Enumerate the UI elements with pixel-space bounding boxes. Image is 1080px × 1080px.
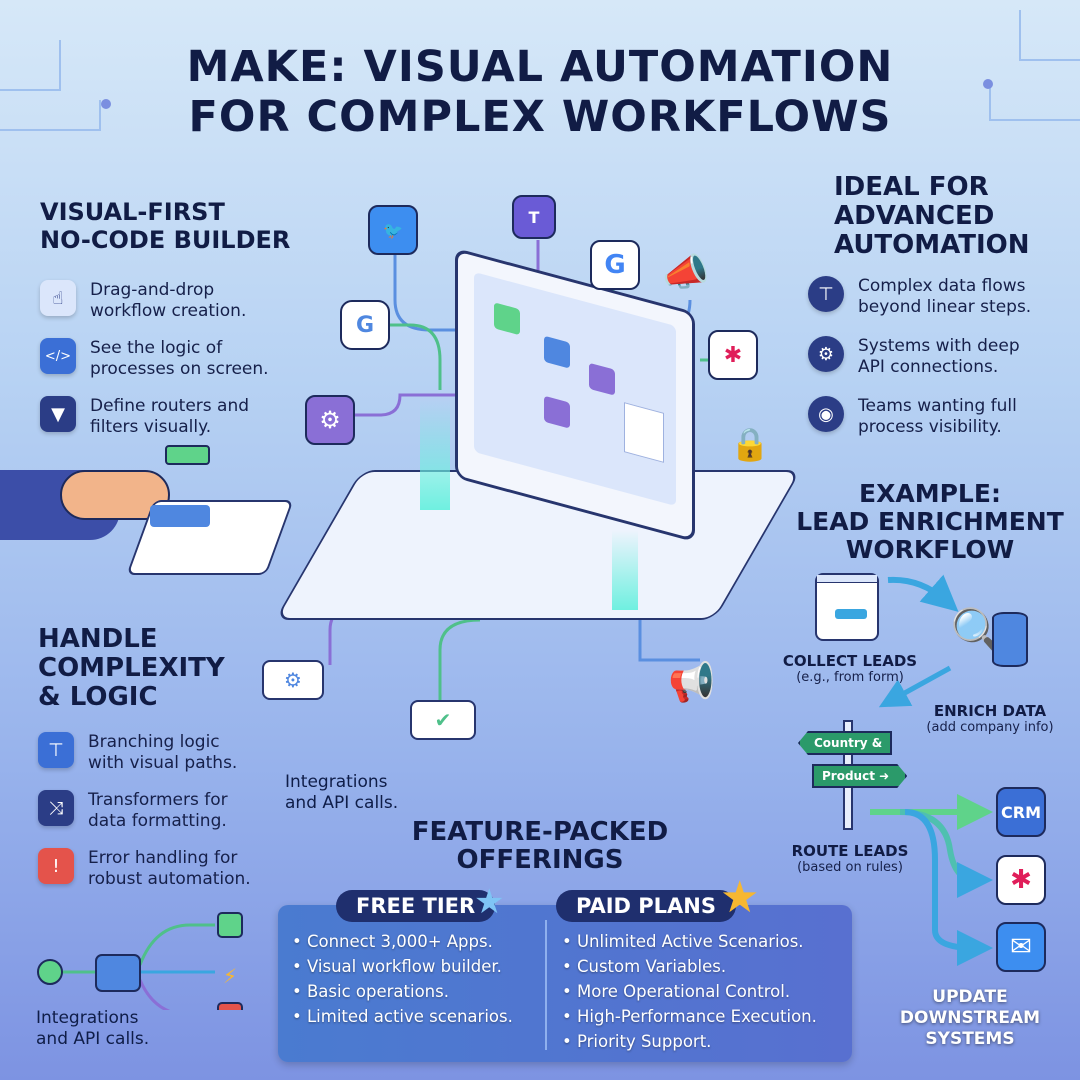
megaphone-icon: 📢 (668, 660, 716, 704)
email-icon: ✉ (996, 922, 1046, 972)
workflow-node (589, 362, 615, 396)
route-leads-step: ROUTE LEADS(based on rules) (791, 842, 909, 875)
workflow-node (494, 302, 520, 336)
check-node: ✔ (410, 700, 476, 740)
pricing-box: Connect 3,000+ Apps. Visual workflow bui… (278, 905, 852, 1062)
sign-product: Product ➜ (812, 764, 907, 788)
page-title: MAKE: VISUAL AUTOMATION FOR COMPLEX WORK… (186, 42, 894, 142)
warning-icon: ! (38, 848, 74, 884)
check-icon (217, 912, 243, 938)
shuffle-icon: ⤨ (38, 790, 74, 826)
database-icon (992, 612, 1028, 667)
lead-workflow-arrows (870, 574, 993, 966)
drag-drop-icon: ☝ (40, 280, 76, 316)
sign-country: Country & (798, 731, 893, 755)
enrich-data-step: ENRICH DATA(add company info) (926, 702, 1054, 735)
filter-icon: ▼ (40, 396, 76, 432)
megaphone-icon: 📣 (662, 250, 710, 294)
free-tier-list: Connect 3,000+ Apps. Visual workflow bui… (292, 929, 513, 1029)
start-node (37, 959, 63, 985)
gear-app-icon: ⚙ (305, 395, 355, 445)
hierarchy-icon: ⊤ (38, 732, 74, 768)
teams-icon: T (512, 195, 556, 239)
paid-plans-label: PAID PLANS (556, 890, 736, 922)
free-tier-label: FREE TIER (336, 890, 496, 922)
monitor-screen (474, 271, 676, 507)
gear-icon: ⚙ (808, 336, 844, 372)
g-app-icon: G (340, 300, 390, 350)
router-node (95, 954, 141, 992)
sitemap-icon: ⊤ (808, 276, 844, 312)
star-icon: ★ (474, 882, 505, 922)
code-window-icon: </> (40, 338, 76, 374)
divider (545, 920, 547, 1050)
light-beam (612, 530, 638, 610)
paid-plans-list: Unlimited Active Scenarios. Custom Varia… (562, 929, 817, 1054)
google-icon: G (590, 240, 640, 290)
form-button (835, 609, 867, 619)
form-titlebar (817, 575, 877, 583)
eye-icon: ◉ (808, 396, 844, 432)
workflow-node (544, 335, 570, 369)
star-icon: ★ (720, 872, 760, 923)
light-beam (420, 400, 450, 510)
error-icon (217, 1002, 243, 1010)
floating-node (165, 445, 210, 465)
workflow-node (544, 395, 570, 429)
collect-leads-step: COLLECT LEADS(e.g., from form) (782, 652, 918, 685)
settings-node: ⚙ (262, 660, 324, 700)
twitter-icon: 🐦 (368, 205, 418, 255)
form-icon (815, 573, 879, 641)
crm-icon: CRM (996, 787, 1046, 837)
branching-flow-diagram: ⚡ (37, 912, 243, 1010)
slack-icon: ✱ (708, 330, 758, 380)
tablet-node (150, 505, 210, 527)
lightning-icon: ⚡ (223, 964, 237, 988)
workflow-panel (624, 402, 664, 463)
lock-icon: 🔒 (730, 425, 770, 463)
slack-icon: ✱ (996, 855, 1046, 905)
